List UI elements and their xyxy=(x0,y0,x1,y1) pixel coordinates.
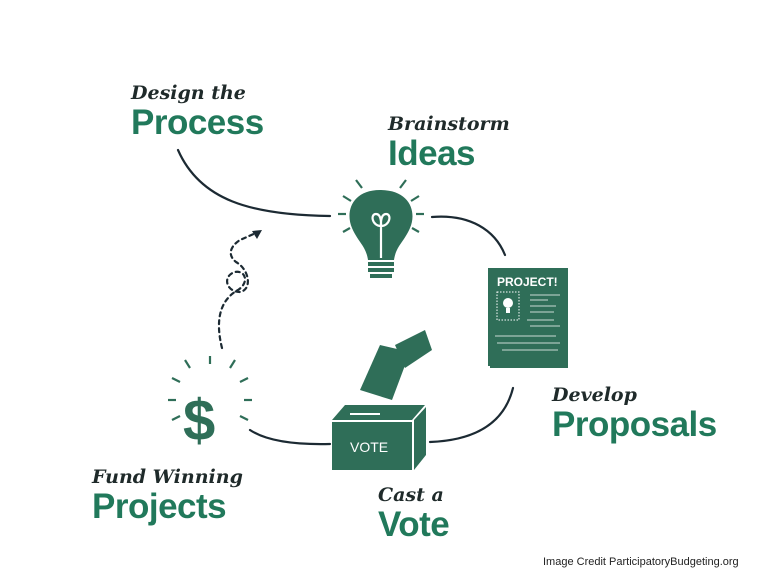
connector-fund-dashed xyxy=(217,230,260,350)
step-title: Proposals xyxy=(552,405,717,444)
dollar-icon: $ xyxy=(168,356,252,453)
arrowhead-icon xyxy=(252,230,262,239)
connector-ideas-to-proposals xyxy=(430,215,507,257)
step-title: Projects xyxy=(92,487,227,526)
ballot-box-icon: VOTE xyxy=(332,330,432,470)
step-fund-projects: Fund Winning Projects xyxy=(92,466,243,526)
step-cast-vote: Cast a Vote xyxy=(378,484,450,544)
step-title: Process xyxy=(131,103,264,142)
image-credit: Image Credit ParticipatoryBudgeting.org xyxy=(543,556,739,568)
connector-proposals-to-vote xyxy=(428,386,515,444)
step-brainstorm-ideas: Brainstorm Ideas xyxy=(388,113,510,173)
connector-design-to-ideas xyxy=(176,148,332,218)
step-subtitle: Design the xyxy=(131,82,246,104)
project-title: PROJECT! xyxy=(497,275,558,289)
step-subtitle: Develop xyxy=(552,384,637,406)
step-subtitle: Fund Winning xyxy=(92,466,243,488)
lightbulb-icon xyxy=(338,179,424,278)
step-design-process: Design the Process xyxy=(131,82,264,142)
step-subtitle: Cast a xyxy=(378,484,444,506)
step-title: Vote xyxy=(378,505,450,544)
connector-vote-to-fund xyxy=(248,428,332,446)
project-poster-icon: PROJECT! xyxy=(488,268,568,368)
step-develop-proposals: Develop Proposals xyxy=(552,384,717,444)
step-subtitle: Brainstorm xyxy=(388,113,510,135)
vote-box-label: VOTE xyxy=(350,439,388,455)
step-title: Ideas xyxy=(388,134,475,173)
dollar-sign: $ xyxy=(183,388,215,453)
